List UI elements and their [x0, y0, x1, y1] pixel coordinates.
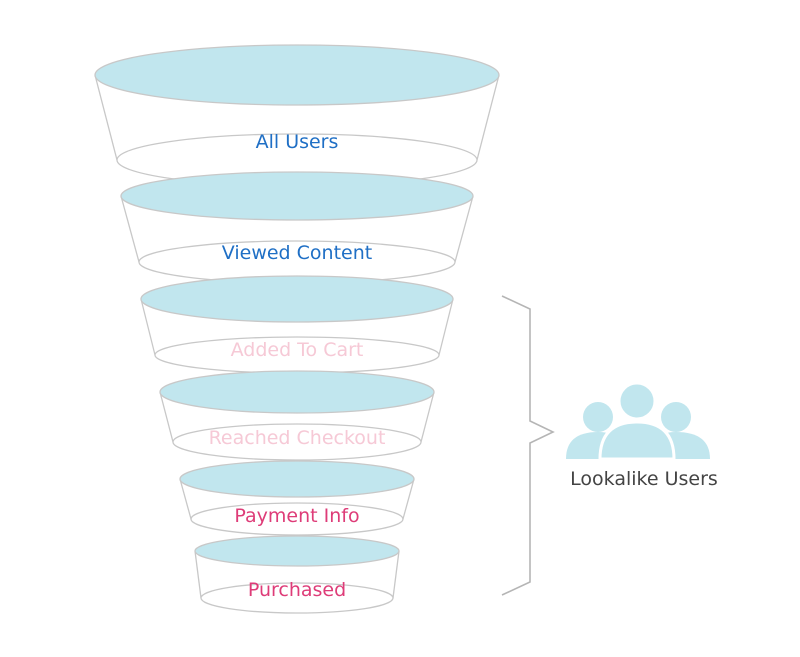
stage-side-left	[94, 74, 118, 161]
stage-label: Viewed Content	[222, 242, 372, 264]
person-center-head	[617, 381, 657, 421]
stage-top-ellipse	[159, 370, 435, 414]
stage-side-left	[120, 195, 140, 263]
funnel-stage: Payment Info	[179, 460, 415, 536]
lookalike-label: Lookalike Users	[570, 468, 718, 490]
stage-side-left	[140, 298, 156, 356]
stage-top-ellipse	[94, 44, 500, 106]
stage-top-ellipse	[194, 535, 400, 567]
stage-side-right	[402, 478, 415, 520]
stage-label: Purchased	[248, 579, 346, 601]
stage-side-right	[420, 391, 435, 443]
funnel-stage: Added To Cart	[140, 275, 454, 374]
stage-side-right	[438, 298, 454, 356]
stage-label: Reached Checkout	[209, 427, 386, 449]
funnel-stage: Reached Checkout	[159, 370, 435, 461]
stage-label: Payment Info	[234, 505, 359, 527]
stage-top-ellipse	[179, 460, 415, 498]
stage-top-ellipse	[140, 275, 454, 323]
stage-side-left	[194, 550, 202, 599]
person-left-head	[583, 402, 613, 432]
stage-bottom-ellipse	[200, 582, 394, 614]
bracket	[501, 295, 555, 596]
stage-bottom-ellipse	[190, 502, 404, 536]
funnel-stage: All Users	[94, 44, 500, 187]
stage-side-right	[476, 74, 500, 161]
stage-top-ellipse	[120, 171, 474, 221]
stage-side-left	[159, 391, 174, 443]
funnel-stage: Viewed Content	[120, 171, 474, 284]
stage-side-right	[454, 195, 474, 263]
stage-bottom-ellipse	[172, 423, 422, 461]
stage-side-left	[179, 478, 192, 520]
stage-label: Added To Cart	[231, 339, 364, 361]
stage-label: All Users	[256, 131, 339, 153]
group-icon	[566, 381, 710, 461]
person-center-body	[598, 420, 676, 461]
person-right-head	[661, 402, 691, 432]
funnel-stage: Purchased	[194, 535, 400, 614]
stage-side-right	[392, 550, 400, 599]
